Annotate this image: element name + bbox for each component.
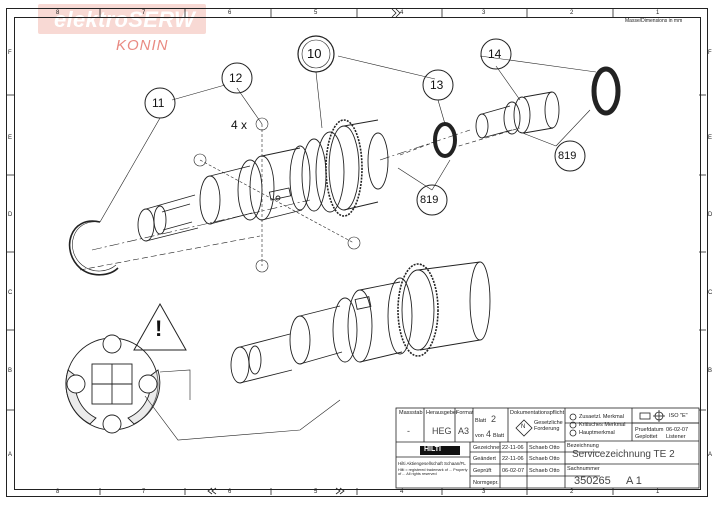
title-block-frame <box>395 407 700 489</box>
row-label-left: C <box>8 290 13 296</box>
watermark-banner <box>38 4 206 34</box>
tb-sach-value: 350265 <box>574 475 611 487</box>
tb-format-value: A3 <box>458 426 470 436</box>
tb-blatt2-label: Blatt <box>493 433 505 439</box>
tb-von-value: 4 <box>486 429 492 439</box>
tb-gepr-name: Schaeb Otto <box>529 468 560 474</box>
callout-13: 13 <box>430 78 444 92</box>
row-label-right: C <box>708 290 713 296</box>
tb-gepr-label: Geprüft <box>473 468 492 474</box>
col-label-bottom: 5 <box>314 489 318 495</box>
row-label-left: A <box>8 452 13 458</box>
tb-gesetzl-label: Gesetzliche Forderung <box>534 420 563 432</box>
tb-gez-name: Schaeb Otto <box>529 445 560 451</box>
row-label-left: F <box>8 50 12 56</box>
col-label-top: 8 <box>56 10 60 16</box>
col-label-bottom: 2 <box>570 489 574 495</box>
col-label-top: 2 <box>570 10 574 16</box>
tb-bez-value: Servicezeichnung TE 2 <box>572 449 675 460</box>
tb-massstab-label: Massstab <box>399 410 423 416</box>
hilti-logo <box>420 446 460 455</box>
col-label-top: 4 <box>400 10 404 16</box>
tb-company: Hilti Aktiengesellschaft Schaan/FL <box>398 461 466 466</box>
pin-part <box>475 91 560 139</box>
col-label-bottom: 6 <box>228 489 232 495</box>
inner-frame <box>14 17 701 490</box>
watermark-brand: elektroSERW <box>54 7 196 32</box>
tb-sach-rev: A 1 <box>626 475 642 487</box>
tb-gez-label: Gezeichnet <box>473 445 501 451</box>
tb-iso-label: ISO "E" <box>669 413 688 419</box>
tb-pruef-label: Pruefdatum <box>635 427 664 433</box>
col-label-top: 1 <box>656 10 660 16</box>
tb-zus-label: Zusaetzl. Merkmal <box>579 414 624 420</box>
o-ring-13 <box>433 122 457 158</box>
row-label-right: F <box>708 50 712 56</box>
warning-triangle <box>133 302 187 351</box>
col-label-top: 3 <box>482 10 486 16</box>
tb-haupt-label: Hauptmerkmal <box>579 430 615 436</box>
tb-bez-label: Bezeichnung <box>567 443 599 449</box>
col-label-top: 5 <box>314 10 318 16</box>
lower-shaft-assembly <box>230 261 491 384</box>
o-ring-14 <box>591 66 621 116</box>
callout-11: 11 <box>152 96 165 110</box>
tb-legal: Hilti = registered trademark of ... Prop… <box>398 468 468 476</box>
col-label-bottom: 8 <box>56 489 60 495</box>
row-label-right: B <box>708 368 713 374</box>
tb-gez-date: 22-11-06 <box>502 445 524 451</box>
callout-14: 14 <box>488 47 502 61</box>
tb-gepl-label: Geplottet <box>635 434 658 440</box>
tb-herausgeber-value: HEG <box>432 426 452 436</box>
col-label-top: 7 <box>142 10 146 16</box>
callout-819: 819 <box>558 150 577 162</box>
tb-sach-label: Sachnummer <box>567 466 600 472</box>
upper-shaft-assembly <box>137 119 389 242</box>
tb-von-label: von <box>475 433 484 439</box>
tb-blatt-value: 2 <box>491 414 497 424</box>
tb-n-mark: N <box>521 424 526 430</box>
tb-norm-label: Normgepr. <box>473 480 499 486</box>
frame-ticks <box>6 8 706 495</box>
tb-geaen-label: Geändert <box>473 456 496 462</box>
watermark-city: KONIN <box>116 37 169 54</box>
row-label-left: E <box>8 135 13 141</box>
row-label-right: D <box>708 212 713 218</box>
row-label-left: B <box>8 368 13 374</box>
col-label-bottom: 1 <box>656 489 660 495</box>
col-label-top: 6 <box>228 10 232 16</box>
tb-geaen-name: Schaeb Otto <box>529 456 560 462</box>
tb-blatt-label: Blatt <box>475 418 487 424</box>
row-label-right: E <box>708 135 713 141</box>
tb-krit-label: Kritisches Merkmal <box>579 422 626 428</box>
tb-gepl-value: Listener <box>666 434 686 440</box>
dimensions-note: Masse/Dimensions in mm <box>625 18 683 24</box>
col-label-bottom: 4 <box>400 489 404 495</box>
snap-ring <box>68 220 119 276</box>
callout-10: 10 <box>307 46 322 61</box>
row-label-left: D <box>8 212 13 218</box>
quantity-label: 4 x <box>231 118 248 132</box>
callout-819: 819 <box>420 194 439 206</box>
col-label-bottom: 3 <box>482 489 486 495</box>
row-label-right: A <box>708 452 713 458</box>
tb-gepr-date: 06-02-07 <box>502 468 525 474</box>
tb-format-label: Format <box>456 410 474 416</box>
callout-12: 12 <box>229 71 243 85</box>
tb-massstab-value: - <box>407 426 410 436</box>
tb-hilti: HILTI <box>424 446 441 453</box>
tb-dok-label: Dokumentationspflicht <box>510 410 565 416</box>
warning-mark: ! <box>155 316 163 341</box>
tb-herausgeber-label: Herausgeber <box>426 410 458 416</box>
col-label-bottom: 7 <box>142 489 146 495</box>
cross-section-detail <box>65 334 341 441</box>
tb-geaen-date: 22-11-06 <box>502 456 524 462</box>
tb-pruef-value: 06-02-07 <box>666 427 689 433</box>
